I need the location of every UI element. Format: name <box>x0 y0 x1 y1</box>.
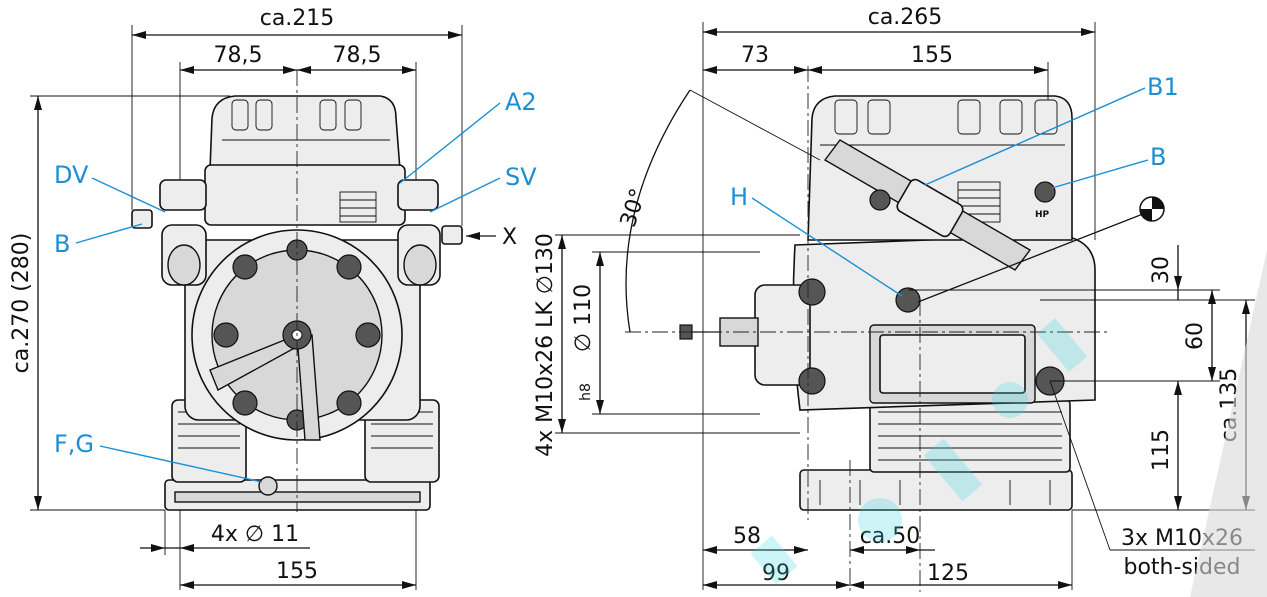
dim-right-v-30: 30 <box>1149 256 1174 284</box>
dim-right-angle: 30° <box>616 186 652 231</box>
dim-right-v-60: 60 <box>1183 322 1208 350</box>
callout-fg: F,G <box>54 430 94 458</box>
callout-x: X <box>502 225 517 250</box>
watermark <box>750 250 1267 597</box>
front-view-dimensions: ca.215 78,5 78,5 ca.270 (280) 4x ∅ 11 15… <box>9 6 463 590</box>
dim-left-base: 155 <box>276 559 318 584</box>
callout-h: H <box>730 183 748 211</box>
callout-sv: SV <box>505 163 537 191</box>
dim-left-hole: 4x ∅ 11 <box>211 522 299 547</box>
front-view-callouts: DV B A2 SV X F,G <box>54 88 537 483</box>
label-hp: HP <box>1035 210 1050 220</box>
dim-right-b-125: 125 <box>927 561 969 586</box>
dim-right-pilot-main: ∅ 110 <box>571 284 596 352</box>
dim-right-bolt-circle: 4x M10x26 LK ∅130 <box>533 233 558 457</box>
callout-b-right: B <box>1150 143 1166 171</box>
callout-dv: DV <box>54 161 89 189</box>
center-of-gravity-icon <box>1139 196 1165 222</box>
side-view: HP <box>625 66 1110 592</box>
callout-b1: B1 <box>1147 73 1179 101</box>
side-view-callouts: B1 B H <box>730 73 1179 303</box>
dim-right-b-58: 58 <box>733 524 761 549</box>
dim-right-b-50: ca.50 <box>860 524 921 549</box>
front-view <box>131 70 463 512</box>
dim-left-offset-2: 78,5 <box>333 43 382 68</box>
callout-b-left: B <box>54 230 70 258</box>
dim-right-pilot-tol: h8 <box>578 383 594 401</box>
dim-right-offset-1: 73 <box>741 43 769 68</box>
dim-left-offset-1: 78,5 <box>214 43 263 68</box>
dim-right-offset-2: 155 <box>911 43 953 68</box>
dim-right-v-115: 115 <box>1149 429 1174 471</box>
dim-left-height: ca.270 (280) <box>9 233 34 374</box>
dim-left-total-width: ca.215 <box>260 6 335 31</box>
dim-right-b-99: 99 <box>762 561 790 586</box>
callout-a2: A2 <box>505 88 537 116</box>
dim-right-total-width: ca.265 <box>868 5 943 30</box>
